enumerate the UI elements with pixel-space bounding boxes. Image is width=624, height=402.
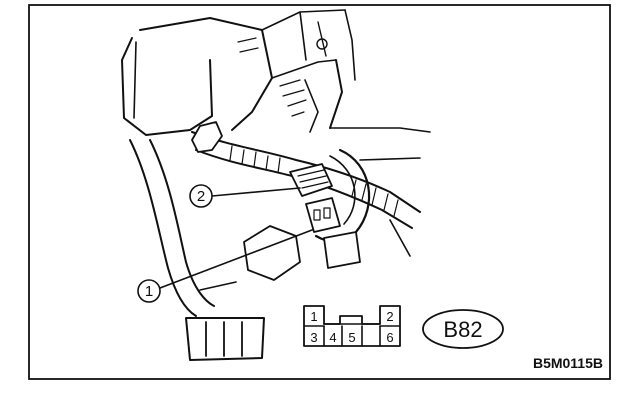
connector-face: 1 2 3 4 5 6 bbox=[303, 305, 401, 347]
connector-pin-5: 5 bbox=[348, 330, 355, 345]
connector-pin-3: 3 bbox=[310, 330, 317, 345]
connector-code-badge: B82 bbox=[422, 309, 504, 349]
pedal-pad bbox=[185, 317, 265, 361]
connector-pin-4: 4 bbox=[329, 330, 336, 345]
connector-assembly bbox=[243, 148, 371, 281]
connector-pin-1: 1 bbox=[310, 309, 317, 324]
callout-2: 2 bbox=[189, 184, 301, 208]
figure-code: B5M0115B bbox=[533, 355, 603, 371]
steering-column-bracket bbox=[121, 9, 356, 136]
callout-1-number: 1 bbox=[145, 283, 153, 300]
callout-2-number: 2 bbox=[197, 188, 205, 205]
connector-code-text: B82 bbox=[443, 317, 482, 342]
wiring-harness bbox=[191, 121, 431, 257]
connector-pin-2: 2 bbox=[386, 309, 393, 324]
figure-frame bbox=[28, 4, 611, 380]
pedal-arm bbox=[129, 139, 237, 317]
connector-pin-6: 6 bbox=[386, 330, 393, 345]
callout-1: 1 bbox=[137, 229, 313, 303]
